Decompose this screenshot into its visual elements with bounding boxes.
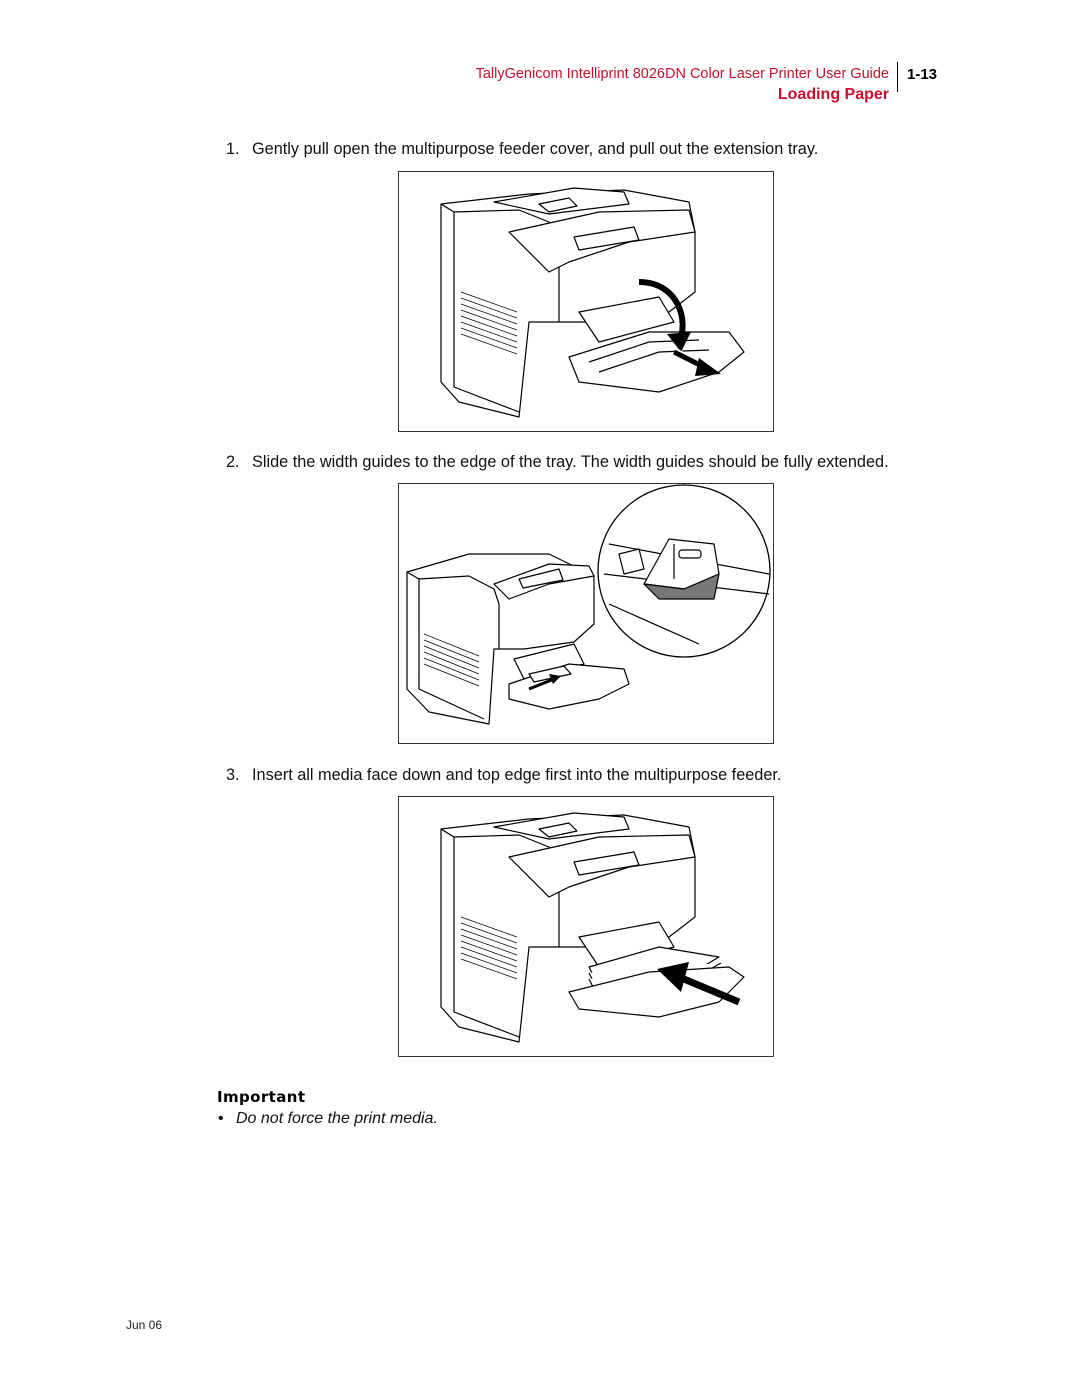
printer-illustration bbox=[440, 812, 745, 1043]
step-number: 1. bbox=[226, 140, 240, 158]
bullet-symbol: • bbox=[218, 1110, 224, 1127]
header-divider bbox=[897, 62, 898, 92]
step-text: Insert all media face down and top edge … bbox=[252, 766, 782, 784]
step-number: 2. bbox=[226, 453, 240, 471]
page-number: 1-13 bbox=[907, 66, 938, 83]
figure-insert-media bbox=[398, 796, 774, 1057]
section-title: Loading Paper bbox=[777, 86, 889, 103]
bullet-text: Do not force the print media. bbox=[236, 1110, 438, 1127]
step-number: 3. bbox=[226, 766, 240, 784]
step-2: 2. Slide the width guides to the edge of … bbox=[226, 453, 889, 472]
step-1: 1. Gently pull open the multipurpose feed… bbox=[226, 140, 818, 159]
guide-title: TallyGenicom Intelliprint 8026DN Color L… bbox=[475, 66, 889, 82]
printer-illustration bbox=[406, 484, 771, 725]
important-heading: Important bbox=[217, 1088, 306, 1106]
figure-open-feeder bbox=[398, 171, 774, 432]
important-bullet: • Do not force the print media. bbox=[218, 1110, 438, 1128]
step-text: Slide the width guides to the edge of th… bbox=[252, 453, 889, 471]
step-3: 3. Insert all media face down and top edg… bbox=[226, 766, 781, 785]
footer-date: Jun 06 bbox=[126, 1318, 163, 1332]
figure-width-guides bbox=[398, 483, 774, 744]
printer-illustration bbox=[440, 187, 745, 418]
step-text: Gently pull open the multipurpose feeder… bbox=[252, 140, 819, 158]
insert-arrow-icon bbox=[677, 973, 741, 1006]
